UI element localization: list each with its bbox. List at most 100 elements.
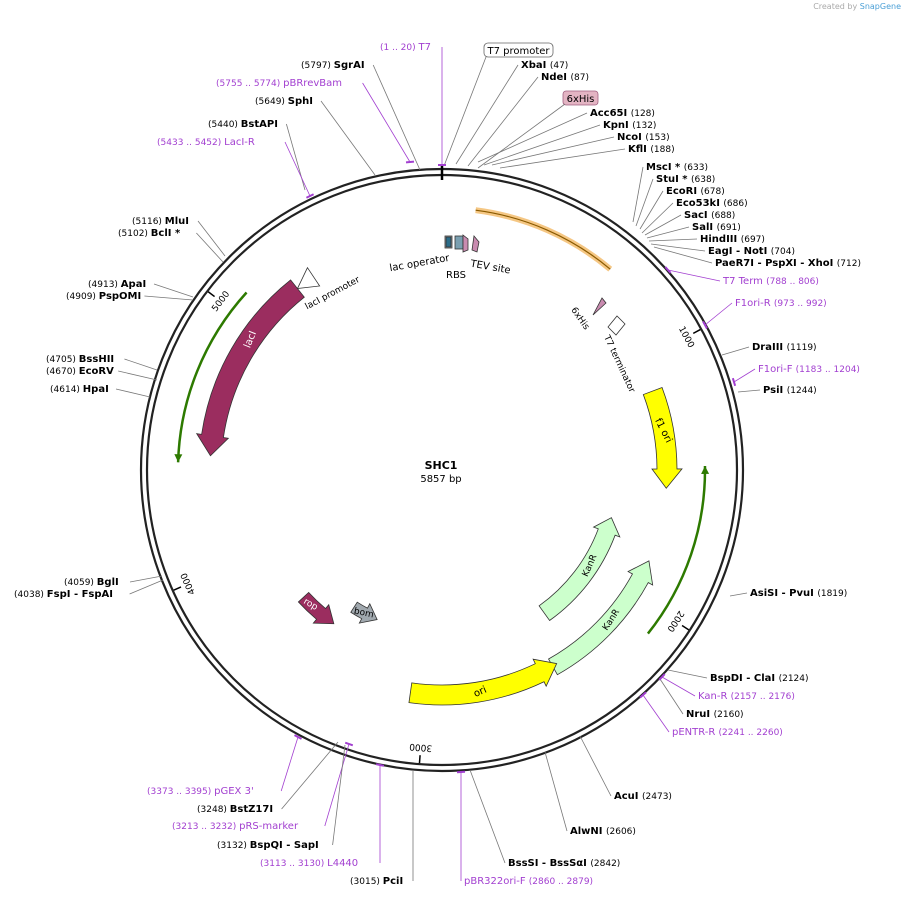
site-bsshii: (4705) BssHII [46,354,158,371]
tick-label-2000: 2000 [664,609,685,634]
feature-f1-ori [642,387,683,489]
leader-acui [579,735,612,797]
plasmid-name: SHC1 [425,459,458,472]
site-text-msci: MscI * (633) [646,162,708,173]
primer-mark-f1ori-r [702,321,708,329]
leader-asisi-pvui [729,592,748,597]
site-name: FspI - FspAI [47,589,113,600]
site-position: (5755 .. 5774) [216,79,283,89]
site-position: (5649) [255,97,288,107]
leader-ecori [639,190,664,230]
label-6xhis-inner: 6xHis [568,306,591,332]
site-name: EcoRV [79,366,114,377]
site-eagi-noti: EagI - NotI (704) [650,243,795,257]
site-position: (87) [571,73,589,83]
site-position: (4909) [66,292,99,302]
leader-hpai [115,388,151,398]
site-position: (2157 .. 2176) [731,692,795,702]
orf-green-right-head [701,465,710,475]
site-position: (5102) [118,229,151,239]
site-text-acui: AcuI (2473) [614,791,672,802]
site-kpni: KpnI (132) [483,120,656,166]
leader-saci [644,214,682,236]
site-position: (5116) [132,217,165,227]
site-name: L4440 [327,858,358,869]
site-position: (688) [711,211,735,221]
site-position: (47) [550,61,568,71]
leader-stui [635,178,654,227]
site-name: pENTR-R [672,727,719,738]
tick-label-5000: 5000 [210,289,232,313]
site-msci: MscI * (633) [632,162,708,223]
site-name: T7 Term [722,276,766,287]
backbone-circle [139,164,745,773]
site-name: pBR322ori-F [464,876,529,887]
site-name: PaeR7I - PspXI - XhoI [715,258,837,269]
leader-bstz17i [281,741,339,810]
leader-mlui [197,220,226,257]
leader-bsshii [124,358,158,371]
site-name: NcoI [617,132,645,143]
leader-bspqi-sapi [332,744,346,846]
leader-kpni [483,124,601,166]
feature-rop [297,591,335,625]
leader-ecorv [118,370,158,381]
site-position: (973 .. 992) [774,299,827,309]
site-position: (1 .. 20) [380,43,419,53]
site-f1ori-f: F1ori-F (1183 .. 1204) [731,364,860,387]
site-text-sgrai: (5797) SgrAI [301,60,365,71]
tick-label-1000: 1000 [676,325,696,350]
site-position: (3213 .. 3232) [172,822,239,832]
site-xbai: XbaI (47) [455,60,568,165]
site-name: AsiSI - PvuI [750,588,817,599]
primer-mark-kan-r [658,673,666,681]
primer-mark-l4440 [375,763,385,767]
feature-label-ori: ori [472,685,488,700]
site-pentr-r: pENTR-R (2241 .. 2260) [639,691,783,738]
site-text-prs-marker: (3213 .. 3232) pRS-marker [172,821,299,832]
label-t7-terminator: T7 terminator [601,333,637,395]
leader-sgrai [372,64,421,171]
site-text-ecorv: (4670) EcoRV [46,366,114,377]
site-name: NdeI [541,72,571,83]
site-name: BglI [97,577,119,588]
site-position: (1183 .. 1204) [796,365,860,375]
feature-t7-terminator [607,315,626,336]
site-text-ecori: EcoRI (678) [666,186,725,197]
site-position: (678) [701,187,725,197]
site-text-asisi-pvui: AsiSI - PvuI (1819) [750,588,847,599]
site-text-bgli: (4059) BglI [64,577,119,588]
site-text-ndei: NdeI (87) [541,72,589,83]
orf-green-right [646,465,707,635]
leader-ncoi [491,136,615,166]
site-name: F1ori-R [735,298,774,309]
credit-prefix: Created by [813,2,858,11]
tick-label-3000: 3000 [409,741,433,753]
site-position: (153) [645,133,669,143]
site-text-sali: SalI (691) [692,222,741,233]
site-text-mlui: (5116) MluI [132,216,189,227]
box-6xhis [562,90,599,106]
site-t7-term: T7 Term (788 .. 806) [664,266,819,287]
site-eco53ki: Eco53kI (686) [641,198,748,234]
site-text-bspqi-sapi: (3132) BspQI - SapI [217,840,319,851]
leader-draiii [721,346,750,356]
leader-laci-r [284,141,311,197]
site-bstz17i: (3248) BstZ17I [197,741,339,815]
site-pspomi: (4909) PspOMI [66,291,194,302]
site-sali: SalI (691) [646,222,741,239]
leader-pspomi [144,295,194,301]
site-hpai: (4614) HpaI [50,384,151,398]
site-text-psii: PsiI (1244) [763,385,817,396]
site-position: (4059) [64,578,97,588]
site-kfli: KflI (188) [499,144,675,169]
leader-f1ori-f [733,368,756,383]
site-position: (788 .. 806) [766,277,819,287]
site-name: pBRrevBam [283,78,342,89]
site-text-pspomi: (4909) PspOMI [66,291,141,302]
feature-tev-site-2 [471,235,480,253]
leader-pgex-3 [280,736,299,792]
site-position: (2860 .. 2879) [529,877,593,887]
site-pbr322ori-f: pBR322ori-F (2860 .. 2879) [456,770,593,887]
